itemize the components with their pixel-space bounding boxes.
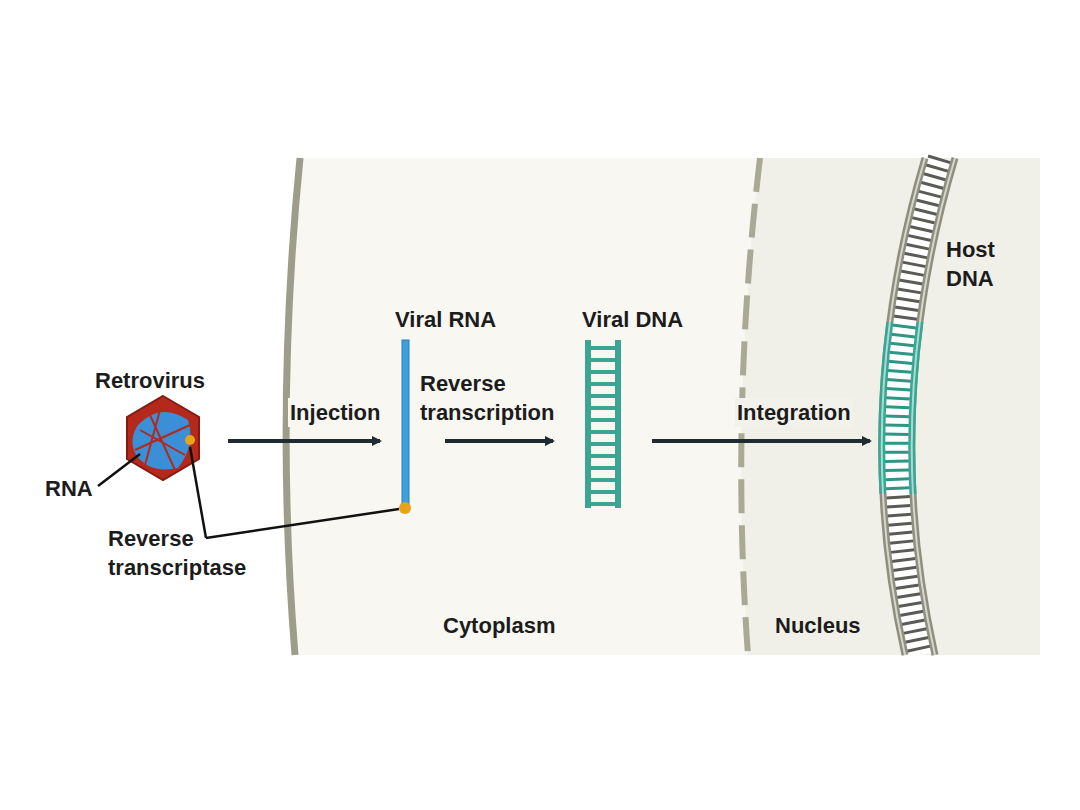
ladder-rung	[591, 442, 615, 446]
ladder-rung	[591, 478, 615, 482]
process-arrow	[228, 439, 380, 443]
ladder-rung	[591, 454, 615, 458]
step-label: Injection	[288, 398, 382, 427]
ladder-rung	[591, 394, 615, 398]
reverse-transcriptase-dot	[399, 502, 411, 514]
region-label: Nucleus	[775, 611, 861, 640]
region-label: Cytoplasm	[443, 611, 555, 640]
molecule-label: Viral RNA	[395, 305, 496, 334]
part-label: RNA	[45, 474, 93, 503]
ladder-rung	[591, 430, 615, 434]
retrovirus-particle	[127, 396, 199, 480]
ladder-rung	[591, 502, 615, 506]
leader-line	[206, 509, 399, 538]
leader-line	[98, 454, 140, 486]
viral-rna-strand	[402, 340, 409, 508]
process-arrow	[652, 439, 870, 443]
ladder-rung	[591, 370, 615, 374]
cell-ground	[286, 158, 1040, 655]
ladder-rung	[591, 406, 615, 410]
part-label: Reverse transcriptase	[108, 524, 280, 582]
step-label: Reverse transcription	[420, 369, 582, 427]
ladder-rung	[591, 382, 615, 386]
ladder-rung	[591, 418, 615, 422]
host-dna	[882, 158, 955, 655]
ladder-rung	[591, 358, 615, 362]
ladder-rung	[591, 466, 615, 470]
integrated-dna	[882, 322, 955, 494]
step-label: Integration	[735, 398, 853, 427]
ladder-rung	[591, 346, 615, 350]
process-arrow	[445, 439, 553, 443]
ladder-rung	[591, 490, 615, 494]
molecule-label: Viral DNA	[582, 305, 683, 334]
virus-label: Retrovirus	[95, 366, 205, 395]
molecule-label: Host DNA	[946, 235, 1026, 293]
leader-line	[190, 447, 206, 538]
viral-dna-ladder	[585, 340, 621, 508]
